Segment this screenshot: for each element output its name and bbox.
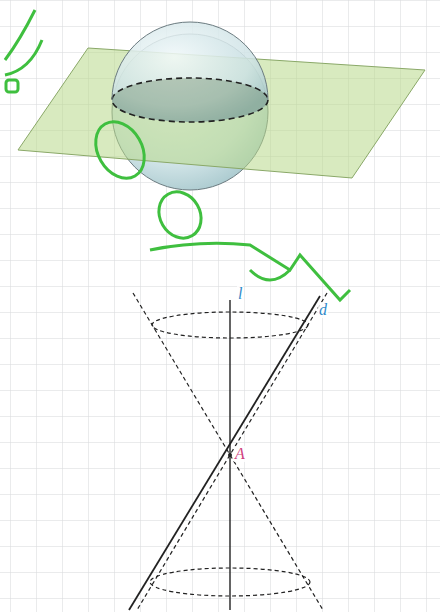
axis-name: l xyxy=(237,286,243,302)
line-d xyxy=(129,296,320,610)
watermark xyxy=(5,10,350,300)
point xyxy=(228,453,232,457)
sphere-outline xyxy=(112,22,268,100)
generatrix xyxy=(133,293,323,610)
line-name: d xyxy=(318,302,328,318)
sphere-cap xyxy=(112,22,268,122)
generatrix xyxy=(137,293,327,610)
section-circle xyxy=(112,78,268,122)
point-name: A xyxy=(234,446,246,462)
